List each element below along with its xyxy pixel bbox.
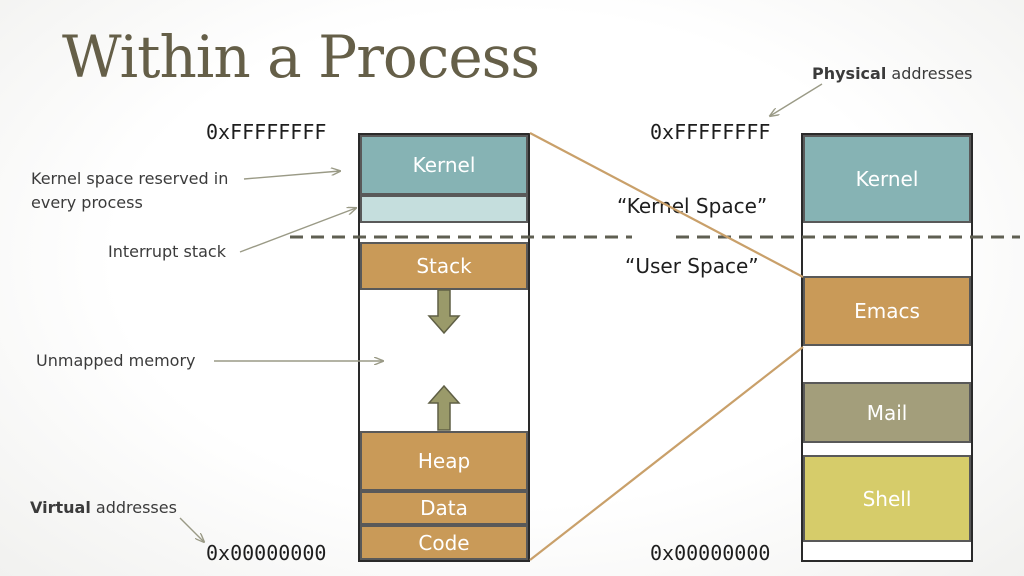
virtual-kernel-segment: Kernel xyxy=(360,135,528,195)
kernel-reserved-note-line2: every process xyxy=(31,193,143,212)
data-segment: Data xyxy=(360,491,528,525)
emacs-label: Emacs xyxy=(854,299,920,323)
interrupt-stack-note: Interrupt stack xyxy=(108,242,226,261)
physical-note-bold: Physical xyxy=(812,64,887,83)
physical-bottom-address: 0x00000000 xyxy=(650,541,771,565)
stack-grow-down-arrow xyxy=(427,289,461,335)
virtual-top-address: 0xFFFFFFFF xyxy=(206,120,327,144)
virtual-note-bold: Virtual xyxy=(30,498,91,517)
virtual-bottom-address: 0x00000000 xyxy=(206,541,327,565)
kernel-reserved-note-line1: Kernel space reserved in xyxy=(31,169,229,188)
heap-label: Heap xyxy=(417,449,471,473)
code-label: Code xyxy=(418,530,470,555)
physical-kernel-label: Kernel xyxy=(855,167,919,191)
stack-label: Stack xyxy=(416,254,472,278)
unmapped-memory-note: Unmapped memory xyxy=(36,351,196,370)
heap-grow-up-arrow xyxy=(427,384,461,431)
data-label: Data xyxy=(420,496,468,520)
kernel-reserved-note: Kernel space reserved in every process xyxy=(31,167,228,215)
kernel-space-label: “Kernel Space” xyxy=(617,194,768,218)
virtual-note-pointer xyxy=(179,517,204,542)
kernel-note-pointer xyxy=(243,171,340,180)
physical-note-rest: addresses xyxy=(886,64,973,83)
virtual-kernel-label: Kernel xyxy=(412,153,476,177)
mail-label: Mail xyxy=(866,400,908,425)
mapping-line-bottom xyxy=(529,346,804,561)
mail-segment: Mail xyxy=(803,382,971,443)
virtual-address-space: Kernel Stack Heap Data Code xyxy=(358,133,530,562)
physical-addresses-note: Physical addresses xyxy=(812,62,972,86)
physical-note-pointer xyxy=(770,83,823,116)
shell-segment: Shell xyxy=(803,455,971,542)
page-title: Within a Process xyxy=(62,23,540,91)
heap-segment: Heap xyxy=(360,431,528,491)
shell-label: Shell xyxy=(862,486,912,511)
stack-segment: Stack xyxy=(360,242,528,290)
emacs-segment: Emacs xyxy=(803,276,971,346)
virtual-note-rest: addresses xyxy=(90,498,177,517)
interrupt-stack-segment xyxy=(360,195,528,223)
physical-top-address: 0xFFFFFFFF xyxy=(650,120,771,144)
user-space-label: “User Space” xyxy=(625,254,759,278)
physical-kernel-segment: Kernel xyxy=(803,135,971,223)
physical-address-space: Kernel Emacs Mail Shell xyxy=(801,133,973,562)
virtual-addresses-note: Virtual addresses xyxy=(30,496,177,520)
mapping-line-top xyxy=(529,132,804,278)
code-segment: Code xyxy=(360,525,528,560)
interrupt-stack-pointer xyxy=(239,208,356,253)
